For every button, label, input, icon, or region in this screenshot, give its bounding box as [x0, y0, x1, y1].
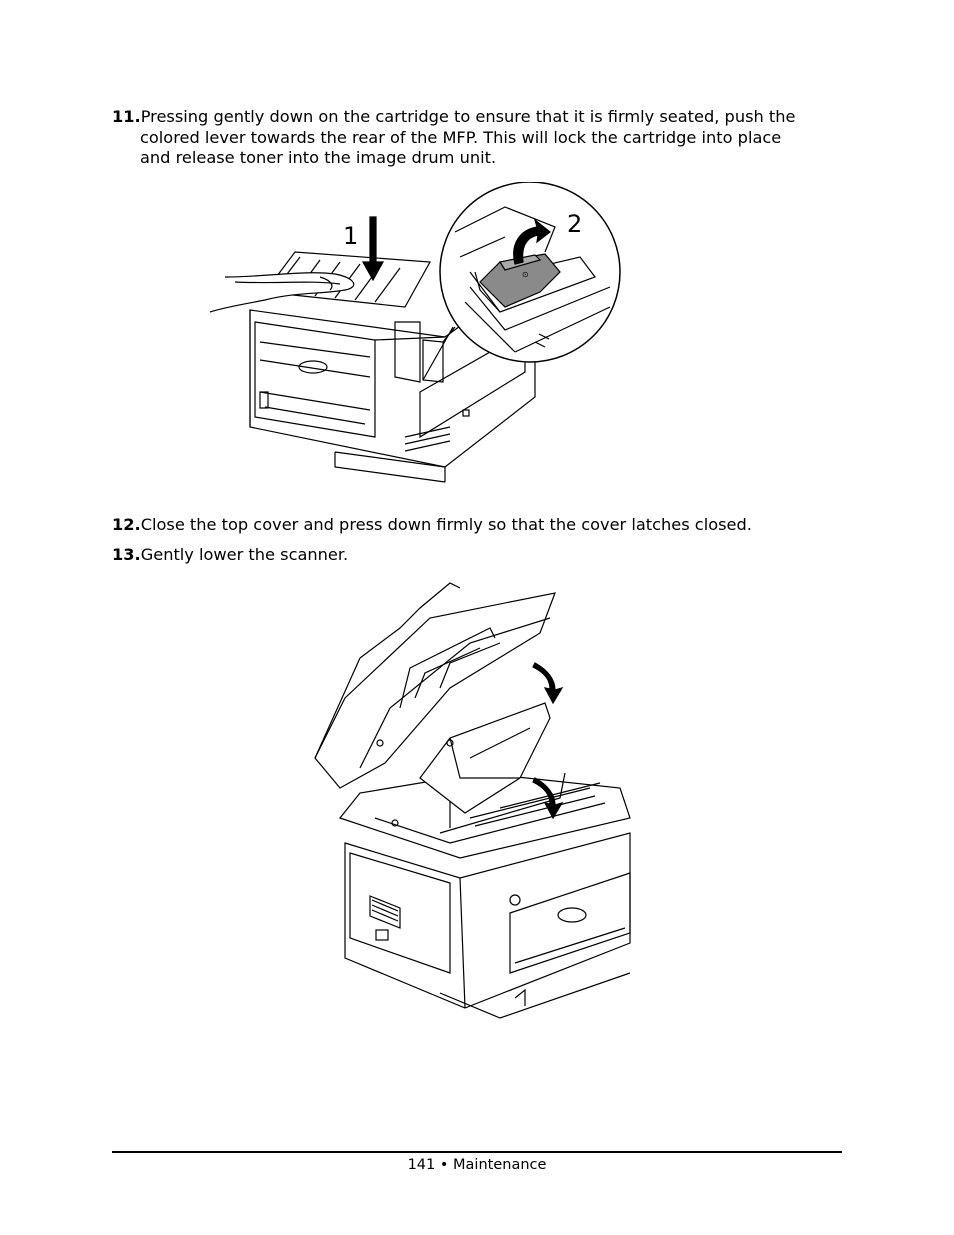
- section-name: Maintenance: [453, 1157, 547, 1173]
- step-text-line: Pressing gently down on the cartridge to…: [140, 107, 796, 126]
- step-number: 11.: [112, 107, 141, 126]
- callout-number-2: 2: [567, 210, 582, 238]
- page-footer: 141 • Maintenance: [0, 1157, 954, 1173]
- footer-rule: [112, 1151, 842, 1153]
- step-text: Gently lower the scanner.: [140, 545, 349, 564]
- cartridge-lock-illustration: 1 ⊙ 2: [209, 182, 621, 483]
- lower-scanner-illustration: [314, 582, 631, 1019]
- step-13: 13.Gently lower the scanner.: [112, 545, 852, 566]
- step-number: 12.: [112, 515, 141, 534]
- step-text-line: and release toner into the image drum un…: [140, 148, 497, 167]
- step-text: Close the top cover and press down firml…: [140, 515, 752, 534]
- footer-separator: •: [439, 1157, 449, 1173]
- step-text-line: colored lever towards the rear of the MF…: [140, 127, 782, 147]
- page-number: 141: [407, 1157, 436, 1173]
- svg-text:⊙: ⊙: [521, 269, 530, 280]
- step-11: 11.Pressing gently down on the cartridge…: [112, 107, 852, 169]
- step-12: 12.Close the top cover and press down fi…: [112, 515, 852, 536]
- callout-number-1: 1: [343, 222, 358, 250]
- step-number: 13.: [112, 545, 141, 564]
